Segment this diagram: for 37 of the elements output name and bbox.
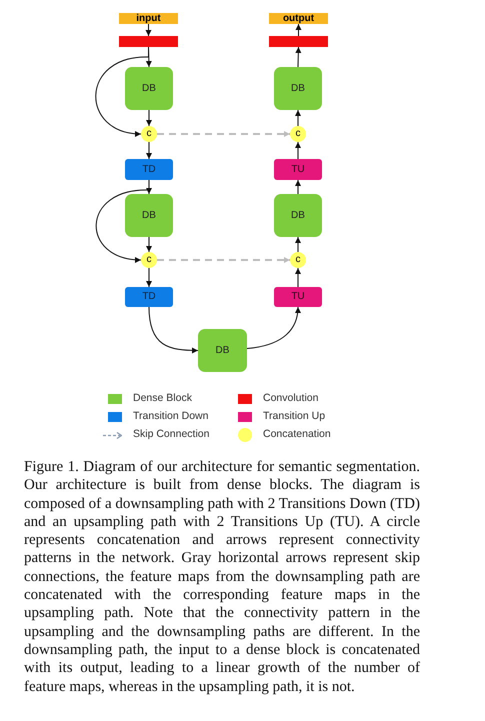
arrow <box>295 142 301 160</box>
legend-label: Transition Down <box>133 409 208 424</box>
input-block: input <box>119 13 178 24</box>
curved-arrow <box>246 306 301 349</box>
figure-caption: Figure 1. Diagram of our architecture for semantic segmentation. Our architecture is built from dense blocks. The diagram is composed of a downsampling path with 2 Transitions Down (TD) and an upsampling path with 2 Transitions Up (TU). A circle represents concatenation and arrows represent connectivity patterns in the network. Gray horizontal arrows represent skip connections, the feature maps from the downsampling path are concatenated with the corresponding feature maps in the upsampling path. Note that the connectivity pattern in the upsampling and the downsampling paths are different. In the downsampling path, the input to a dense block is concatenated with its output, leading to a linear growth of the number of feature maps, whereas in the upsampling path, it is not. <box>24 458 420 696</box>
arrow <box>295 46 302 68</box>
convolution-bar <box>119 36 178 47</box>
arrow <box>295 236 301 252</box>
dashed-arrow <box>157 131 290 137</box>
output-block: output <box>269 13 328 24</box>
legend-label: Dense Block <box>133 391 192 406</box>
transition-up-block: TU <box>274 287 322 307</box>
curved-arrow <box>95 46 149 136</box>
curved-arrow <box>148 306 198 354</box>
convolution-bar <box>269 36 328 47</box>
dense-block: DB <box>198 329 247 372</box>
dense-block: DB <box>274 67 322 110</box>
arrow <box>295 180 301 194</box>
arrow <box>146 110 152 126</box>
arrow <box>146 24 152 36</box>
arrow <box>295 110 301 126</box>
transition-down-block: TD <box>125 287 173 307</box>
transition-up-block: TU <box>274 159 322 180</box>
arrow <box>146 236 152 252</box>
dense-block: DB <box>274 194 322 237</box>
legend-label: Convolution <box>263 391 318 406</box>
legend-label: Skip Connection <box>133 427 210 442</box>
legend-label: Transition Up <box>263 409 326 424</box>
dense-block: DB <box>125 67 173 110</box>
arrow <box>296 24 302 36</box>
dense-block: DB <box>125 194 173 237</box>
arrow <box>146 268 152 288</box>
transition-down-block: TD <box>125 159 173 180</box>
dashed-arrow <box>157 257 290 263</box>
arrow <box>146 142 152 160</box>
arrow <box>295 268 301 288</box>
legend-label: Concatenation <box>263 427 331 442</box>
